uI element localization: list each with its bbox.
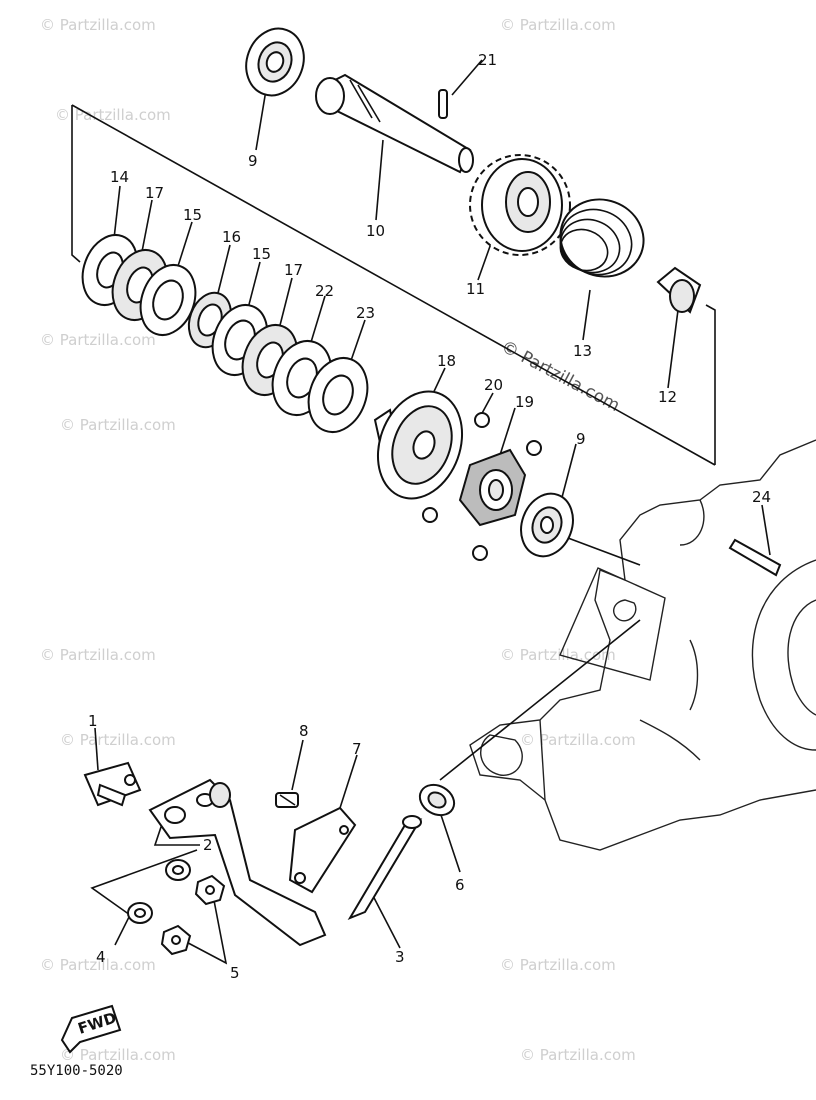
part-label: 3 xyxy=(395,948,405,966)
part-label: 7 xyxy=(352,740,362,758)
part-label: 20 xyxy=(484,376,503,394)
part-label: 17 xyxy=(284,261,303,279)
watermark-layer: © Partzilla.com © Partzilla.com © Partzi… xyxy=(40,16,636,1064)
crankcase-outline xyxy=(469,439,816,851)
part-label: 6 xyxy=(455,876,465,894)
watermark: © Partzilla.com xyxy=(520,1046,636,1064)
watermark: © Partzilla.com xyxy=(500,646,616,664)
part-1-plate xyxy=(83,761,142,807)
part-12-collar xyxy=(656,266,702,314)
watermark: © Partzilla.com xyxy=(40,646,156,664)
part-label: 11 xyxy=(466,280,485,298)
part-15-washer-a xyxy=(139,264,197,336)
part-label: 19 xyxy=(515,393,534,411)
part-label: 21 xyxy=(478,51,497,69)
part-20-ball xyxy=(422,412,542,561)
part-24-dowel xyxy=(728,538,782,577)
part-23-washer xyxy=(307,357,369,433)
part-labels: 9 10 21 11 13 12 14 17 15 16 15 17 22 23… xyxy=(88,51,771,982)
assembly-bracket xyxy=(71,104,716,466)
part-label: 8 xyxy=(299,722,309,740)
part-label: 22 xyxy=(315,282,334,300)
watermark: © Partzilla.com xyxy=(60,1046,176,1064)
part-label: 13 xyxy=(573,342,592,360)
part-5-nut xyxy=(160,874,226,956)
part-9-bearing-top xyxy=(245,27,305,97)
part-19-ratchet xyxy=(458,448,527,527)
watermark: © Partzilla.com xyxy=(55,106,171,124)
watermark: © Partzilla.com xyxy=(60,416,176,434)
part-6-oil-seal xyxy=(418,783,456,817)
part-label: 15 xyxy=(183,206,202,224)
watermark: © Partzilla.com xyxy=(40,956,156,974)
part-3-shaft xyxy=(347,815,423,921)
watermark: © Partzilla.com xyxy=(40,16,156,34)
part-8-bolt xyxy=(275,792,299,808)
watermark: © Partzilla.com xyxy=(40,331,156,349)
diagram-code: 55Y100-5020 xyxy=(30,1063,123,1079)
part-label: 1 xyxy=(88,712,98,730)
part-21-pin xyxy=(438,89,448,119)
part-label: 15 xyxy=(252,245,271,263)
part-label: 14 xyxy=(110,168,129,186)
part-11-gear xyxy=(469,154,571,256)
part-9-bearing-lower xyxy=(520,492,574,558)
watermark: © Partzilla.com xyxy=(60,731,176,749)
watermark: © Partzilla.com xyxy=(520,731,636,749)
part-label: 12 xyxy=(658,388,677,406)
part-label: 18 xyxy=(437,352,456,370)
part-label: 17 xyxy=(145,184,164,202)
part-label: 2 xyxy=(203,836,213,854)
part-label: 5 xyxy=(230,964,240,982)
part-2-pedal-lever xyxy=(148,778,327,947)
watermark: © Partzilla.com xyxy=(500,956,616,974)
part-label: 9 xyxy=(576,430,586,448)
part-2-washer xyxy=(165,859,191,881)
part-label: 16 xyxy=(222,228,241,246)
part-10-kick-shaft xyxy=(315,73,474,174)
part-4-washer xyxy=(127,902,153,924)
watermark: © Partzilla.com xyxy=(500,16,616,34)
part-label: 9 xyxy=(248,152,258,170)
part-label: 23 xyxy=(356,304,375,322)
part-label: 4 xyxy=(96,948,106,966)
part-18-ratchet-wheel xyxy=(373,390,464,500)
part-13-spring xyxy=(559,198,645,278)
part-label: 24 xyxy=(752,488,771,506)
part-7-bracket xyxy=(288,806,357,894)
part-label: 10 xyxy=(366,222,385,240)
